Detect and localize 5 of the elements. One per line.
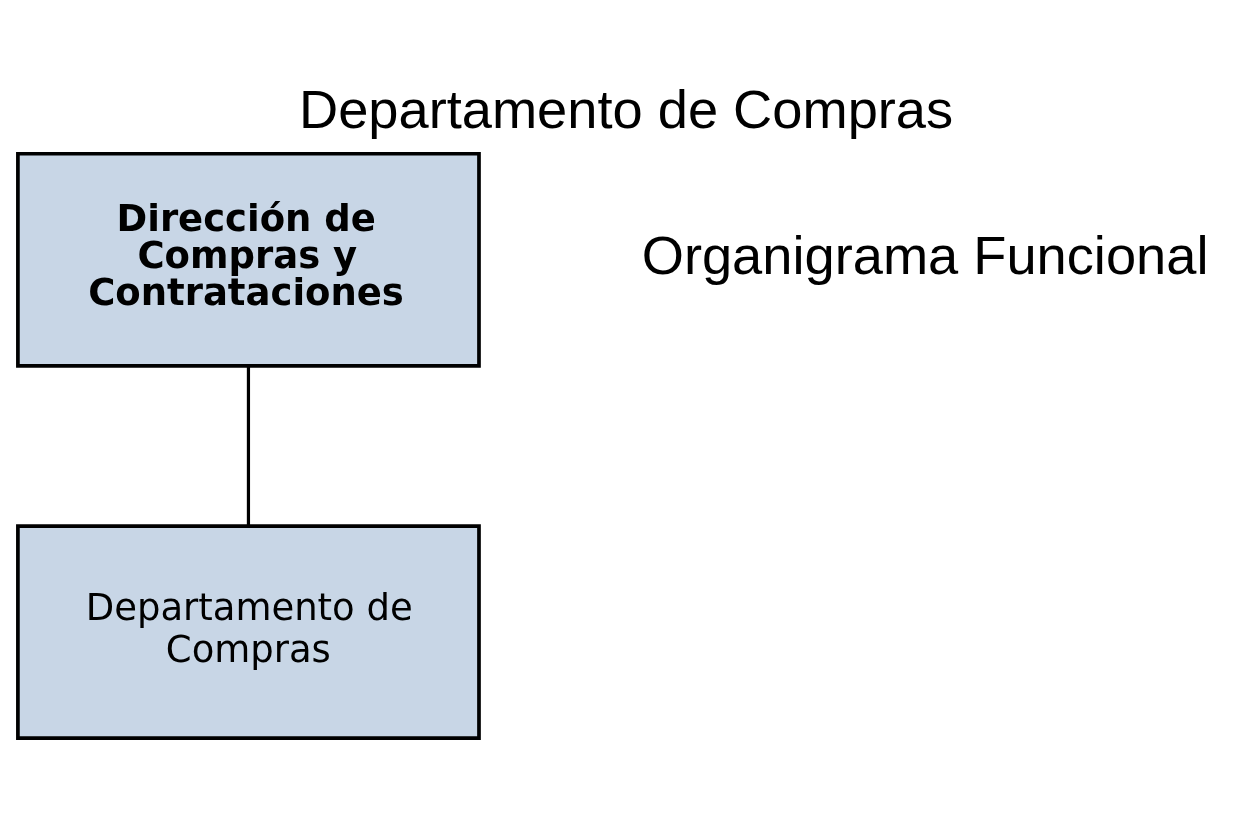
diagram-title: Departamento de Compras — [298, 79, 954, 140]
connector — [246, 366, 251, 526]
label: Organigrama Funcional — [641, 224, 1209, 285]
node-box: Dirección de Compras y Contrataciones — [16, 151, 481, 368]
node-box: Departamento de Compras — [16, 524, 481, 740]
